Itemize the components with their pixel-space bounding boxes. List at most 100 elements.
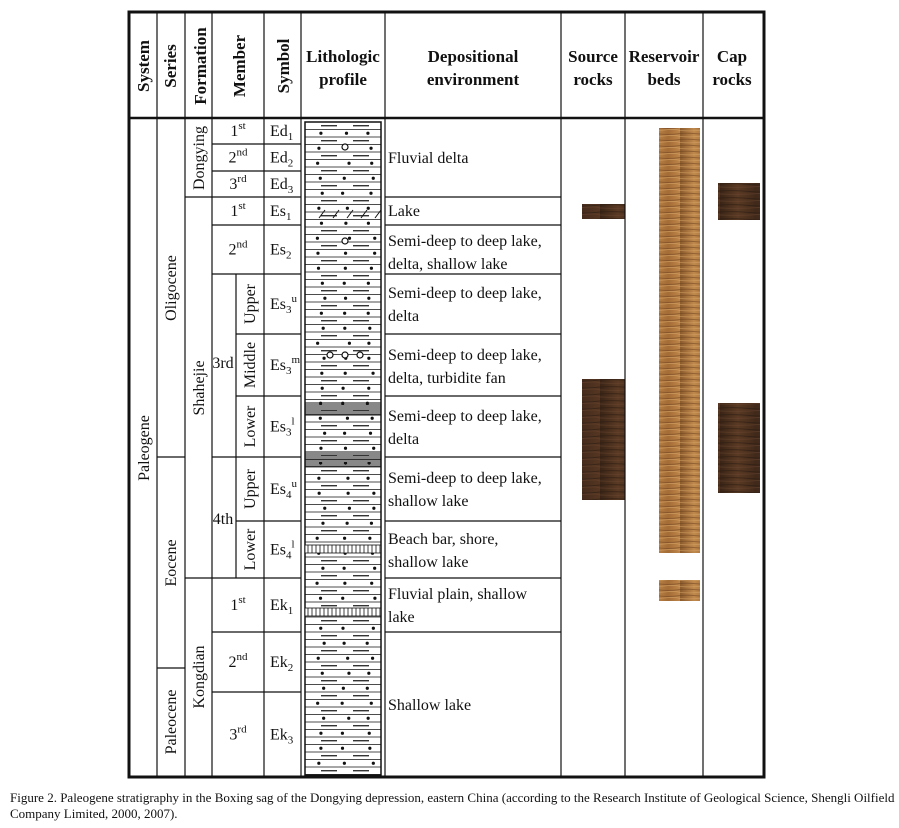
- litho-sand-dot: [316, 161, 320, 165]
- litho-pebble: [341, 237, 349, 245]
- litho-sand-dot: [369, 266, 374, 270]
- symbol-label: Ek3: [270, 727, 294, 747]
- symbol-label: Es4l: [270, 539, 295, 562]
- litho-sand-dot: [369, 191, 373, 195]
- header-system: System: [134, 40, 153, 92]
- litho-sand-dot: [371, 626, 375, 630]
- litho-sand-dot: [367, 731, 371, 735]
- litho-sand-dot: [343, 326, 347, 330]
- litho-sand-dot: [319, 731, 323, 735]
- litho-sand-dot: [373, 596, 377, 600]
- litho-sand-dot: [316, 251, 320, 255]
- litho-pebble: [356, 351, 364, 359]
- litho-sand-dot: [345, 416, 350, 420]
- litho-sand-dot: [372, 446, 376, 450]
- litho-sand-dot: [316, 701, 320, 705]
- litho-sand-dot: [369, 521, 374, 525]
- litho-sand-dot: [318, 596, 323, 600]
- symbol-label: Ed3: [270, 176, 294, 196]
- litho-sand-dot: [346, 491, 350, 495]
- litho-carbonate-band: [304, 607, 382, 617]
- litho-sand-dot: [340, 746, 345, 750]
- litho-sand-dot: [319, 446, 323, 450]
- series-oligocene: Oligocene: [163, 255, 180, 321]
- litho-sand-dot: [371, 176, 375, 180]
- source-rocks-column: [582, 204, 625, 500]
- environment-label: delta: [388, 308, 419, 325]
- litho-sand-dot: [345, 206, 349, 210]
- series-paleocene: Paleocene: [163, 690, 180, 755]
- litho-marl-mark: [360, 209, 368, 219]
- litho-sand-dot: [347, 236, 352, 240]
- submember-es3: 3rd: [212, 355, 233, 372]
- litho-sand-dot: [342, 176, 346, 180]
- litho-sand-dot: [320, 671, 324, 675]
- reservoir-beds-column: [659, 128, 700, 601]
- litho-sand-dot: [345, 521, 349, 525]
- litho-sand-dot: [346, 476, 350, 480]
- environment-label: Beach bar, shore,: [388, 531, 498, 548]
- header-reservoir-1: Reservoir: [629, 47, 700, 66]
- litho-sand-dot: [322, 686, 326, 690]
- formation-dongying: Dongying: [191, 126, 208, 190]
- environment-label: Fluvial plain, shallow: [388, 586, 528, 603]
- litho-pebble: [341, 143, 349, 151]
- system-label: Paleogene: [136, 415, 153, 481]
- header-formation: Formation: [191, 27, 210, 105]
- litho-sand-dot: [317, 206, 321, 210]
- litho-pebble: [326, 351, 334, 359]
- litho-sand-dot: [372, 506, 376, 510]
- litho-sand-dot: [315, 536, 319, 540]
- litho-sand-dot: [366, 311, 370, 315]
- litho-marl-mark: [346, 209, 354, 219]
- table-grid: [127, 10, 766, 779]
- litho-sand-dot: [369, 701, 373, 705]
- litho-sand-dot: [367, 386, 371, 390]
- symbol-label: Es4u: [270, 478, 298, 501]
- litho-sand-dot: [319, 131, 323, 135]
- environment-label: lake: [388, 609, 415, 626]
- environment-label: Shallow lake: [388, 697, 471, 714]
- symbol-label: Es1: [270, 203, 292, 223]
- member-label: 2nd: [229, 651, 249, 671]
- stratigraphy-figure: System Series Formation Member Symbol Li…: [127, 10, 766, 779]
- symbol-label: Es3l: [270, 416, 295, 439]
- environment-label: shallow lake: [388, 493, 468, 510]
- litho-sand-dot: [319, 746, 323, 750]
- member-label: 1st: [230, 120, 245, 140]
- litho-sand-dot: [341, 191, 345, 195]
- litho-pebble: [341, 351, 349, 359]
- header-cap-1: Cap: [717, 47, 747, 66]
- litho-sand-dot: [373, 236, 377, 240]
- litho-sand-dot: [321, 566, 325, 570]
- source-rock-bar: [582, 379, 625, 500]
- environment-label: delta, turbidite fan: [388, 370, 506, 387]
- member-label: 1st: [230, 594, 245, 614]
- litho-sand-dot: [343, 251, 348, 255]
- symbol-label: Es2: [270, 242, 292, 262]
- litho-sand-dot: [342, 536, 347, 540]
- environment-label: Semi-deep to deep lake,: [388, 470, 542, 487]
- litho-sand-dot: [366, 206, 370, 210]
- litho-sand-dot: [322, 641, 326, 645]
- header-reservoir-2: beds: [647, 70, 680, 89]
- symbol-label: Ek1: [270, 597, 293, 617]
- litho-sand-dot: [368, 431, 373, 435]
- litho-sand-dot: [315, 236, 320, 240]
- symbol-label: Es3u: [270, 293, 298, 316]
- litho-sand-dot: [320, 191, 324, 195]
- litho-sand-dot: [343, 311, 347, 315]
- litho-sand-dot: [318, 416, 322, 420]
- litho-sand-dot: [342, 431, 347, 435]
- member-label: 2nd: [229, 239, 249, 259]
- header-cap-2: rocks: [712, 70, 752, 89]
- litho-sand-dot: [368, 746, 372, 750]
- litho-sand-dot: [319, 221, 324, 225]
- environment-label: delta, shallow lake: [388, 256, 508, 273]
- litho-sand-dot: [340, 701, 344, 705]
- litho-sand-dot: [316, 656, 320, 660]
- symbol-label: Ed2: [270, 150, 293, 170]
- litho-sand-dot: [323, 506, 327, 510]
- litho-sand-dot: [344, 131, 349, 135]
- litho-sand-dot: [340, 731, 345, 735]
